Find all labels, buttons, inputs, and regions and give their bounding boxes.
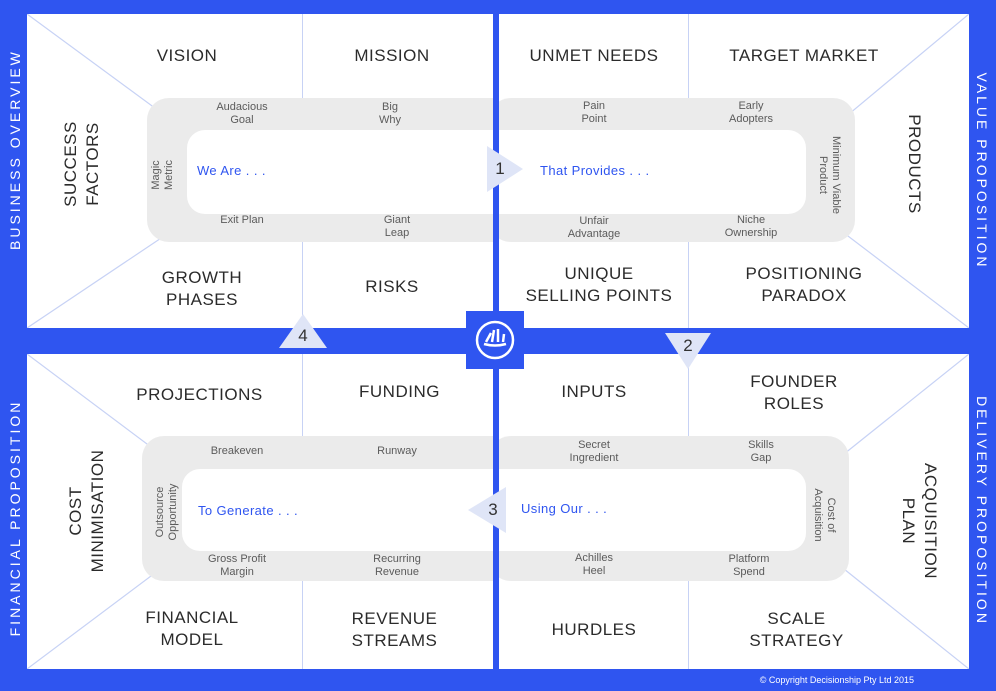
label-founder-roles: FOUNDER ROLES: [750, 372, 838, 413]
label-unmet-needs: UNMET NEEDS: [529, 46, 659, 65]
panel-delivery-proposition: INPUTS FOUNDER ROLES ACQUISITION PLAN HU…: [499, 354, 969, 669]
label-recurring-revenue: Recurring Revenue: [373, 553, 421, 578]
label-big-why: Big Why: [379, 101, 401, 126]
label-risks: RISKS: [365, 277, 419, 296]
label-hurdles: HURDLES: [551, 620, 637, 639]
step-2-arrow: 2: [665, 333, 711, 369]
label-runway: Runway: [377, 445, 417, 457]
step-1-arrow: 1: [487, 146, 523, 192]
label-funding: FUNDING: [359, 382, 440, 401]
step-3-number: 3: [488, 500, 498, 519]
step-3-arrow: 3: [468, 487, 506, 533]
label-secret-ingredient: Secret Ingredient: [569, 439, 619, 464]
decisionship-logo: [466, 311, 524, 369]
label-early-adopters: Early Adopters: [728, 100, 774, 125]
side-label-delivery-proposition: DELIVERY PROPOSITION: [974, 396, 990, 626]
label-platform-spend: Platform Spend: [728, 553, 770, 578]
copyright-notice: © Copyright Decisionship Pty Ltd 2015: [759, 675, 914, 685]
label-positioning-paradox: POSITIONING PARADOX: [745, 264, 863, 305]
label-mission: MISSION: [354, 46, 430, 65]
label-skills-gap: Skills Gap: [748, 439, 774, 464]
label-breakeven: Breakeven: [210, 445, 264, 457]
label-acquisition-plan: ACQUISITION PLAN: [899, 462, 940, 579]
prompt-band: [187, 130, 493, 214]
prompt-using-our: Using Our . . .: [521, 501, 608, 516]
panel-financial-proposition: PROJECTIONS FUNDING COST MINIMISATION FI…: [27, 354, 493, 669]
label-success-factors: SUCCESS FACTORS: [61, 121, 102, 207]
step-4-number: 4: [298, 326, 308, 345]
label-unfair-advantage: Unfair Advantage: [567, 215, 621, 240]
label-scale-strategy: SCALE STRATEGY: [749, 609, 844, 650]
label-growth-phases: GROWTH PHASES: [161, 268, 243, 309]
label-magic-metric: Magic Metric: [150, 160, 175, 190]
label-target-market: TARGET MARKET: [729, 46, 879, 65]
side-label-value-proposition: VALUE PROPOSITION: [974, 72, 990, 270]
side-label-business-overview: BUSINESS OVERVIEW: [7, 49, 23, 250]
label-audacious-goal: Audacious Goal: [216, 101, 268, 126]
prompt-to-generate: To Generate . . .: [198, 503, 299, 518]
label-achilles-heel: Achilles Heel: [575, 552, 613, 577]
prompt-band: [499, 469, 806, 551]
label-revenue-streams: REVENUE STREAMS: [351, 609, 438, 650]
side-label-financial-proposition: FINANCIAL PROPOSITION: [7, 399, 23, 637]
panel-business-overview: VISION MISSION SUCCESS FACTORS GROWTH PH…: [27, 14, 493, 328]
label-unique-selling-points: UNIQUE SELLING POINTS: [525, 264, 673, 305]
panel-value-proposition: UNMET NEEDS TARGET MARKET PRODUCTS UNIQU…: [499, 14, 969, 328]
prompt-band: [499, 130, 806, 214]
logo-icon: [475, 320, 515, 360]
label-niche-ownership: Niche Ownership: [724, 214, 778, 239]
label-pain-point: Pain Point: [581, 100, 607, 125]
label-gross-profit-margin: Gross Profit Margin: [207, 553, 267, 578]
prompt-that-provides: That Provides . . .: [540, 163, 650, 178]
label-projections: PROJECTIONS: [136, 385, 263, 404]
step-2-number: 2: [683, 336, 693, 355]
step-4-arrow: 4: [279, 314, 327, 348]
label-financial-model: FINANCIAL MODEL: [145, 608, 239, 649]
label-products: PRODUCTS: [905, 114, 924, 214]
prompt-band: [182, 469, 493, 551]
label-cost-minimisation: COST MINIMISATION: [66, 449, 107, 573]
label-mvp: Minimum Viable Product: [817, 135, 842, 215]
label-exit-plan: Exit Plan: [220, 214, 264, 226]
prompt-we-are: We Are . . .: [197, 163, 266, 178]
step-1-number: 1: [495, 159, 505, 178]
label-outsource-opportunity: Outsource Opportunity: [154, 483, 179, 541]
label-inputs: INPUTS: [561, 382, 627, 401]
label-vision: VISION: [156, 46, 218, 65]
label-giant-leap: Giant Leap: [383, 214, 411, 239]
label-cost-of-acquisition: Cost of Acquisition: [812, 488, 837, 542]
